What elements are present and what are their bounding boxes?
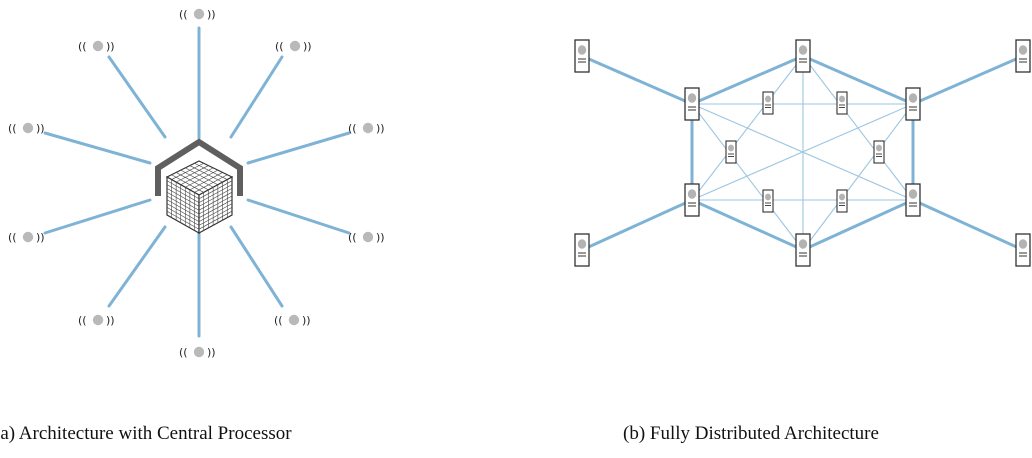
server-tower-icon	[684, 183, 700, 217]
star-links	[43, 26, 351, 338]
outer-link	[911, 198, 1025, 252]
wireless-access-point-icon	[274, 314, 311, 327]
mesh-links	[691, 55, 914, 251]
outer-link	[911, 54, 1025, 106]
server-tower-icon	[873, 140, 885, 164]
wireless-access-point-icon	[348, 122, 385, 135]
wireless-access-point-icon	[275, 40, 312, 53]
cube-grid-line	[184, 167, 219, 186]
star-link	[229, 225, 284, 308]
cube-grid-line	[166, 207, 200, 226]
mesh-link	[691, 103, 804, 251]
cube-grid-line	[198, 188, 233, 207]
cube-grid-line	[194, 174, 228, 193]
cube-grid-line	[166, 210, 200, 230]
star-link	[107, 55, 167, 139]
cube-grid-line	[198, 199, 233, 219]
cube-grid-line	[166, 180, 200, 200]
cube-grid-line	[175, 172, 209, 191]
cube-grid-line	[180, 167, 214, 186]
server-tower-icon	[574, 233, 590, 267]
hexagon-link	[801, 198, 915, 252]
outer-link	[580, 54, 694, 106]
hexagon-link	[690, 54, 805, 106]
star-link	[43, 198, 152, 235]
server-tower-icon	[905, 183, 921, 217]
star-link	[246, 131, 351, 165]
wireless-access-point-icon	[78, 40, 115, 53]
mesh-link	[802, 103, 914, 251]
server-tower-icon	[905, 87, 921, 121]
server-tower-icon	[795, 39, 811, 73]
distributed-architecture	[574, 39, 1031, 267]
cube-grid-line	[166, 195, 200, 215]
outer-links	[580, 54, 1025, 252]
cube-grid-line	[189, 172, 223, 191]
star-link	[229, 55, 284, 139]
server-tower-icon	[836, 189, 848, 213]
cube-grid-line	[198, 184, 233, 203]
cube-grid-line	[189, 165, 223, 183]
cube-grid	[165, 160, 234, 235]
wireless-access-point-icon	[8, 231, 45, 244]
cube-grid-line	[171, 174, 205, 193]
cube-grid-line	[198, 195, 233, 215]
cube-grid-line	[166, 199, 200, 219]
cube-grid-line	[166, 184, 200, 203]
hexagon-link	[690, 198, 805, 252]
cube-grid-line	[198, 210, 233, 230]
server-tower-icon	[795, 233, 811, 267]
wireless-access-point-icon	[179, 346, 216, 359]
server-tower-icon	[836, 91, 848, 115]
star-link	[107, 225, 167, 308]
cube-grid-line	[175, 165, 209, 183]
cube-grid-line	[166, 203, 200, 222]
cube-grid-line	[198, 203, 233, 222]
cube-grid-line	[198, 191, 233, 211]
server-tower-icon	[684, 87, 700, 121]
central-architecture	[8, 8, 385, 359]
star-link	[246, 198, 351, 235]
cube-grid-line	[166, 191, 200, 211]
server-tower-icon	[574, 39, 590, 73]
caption-b: (b) Fully Distributed Architecture	[623, 423, 879, 444]
cube-grid-line	[198, 207, 233, 226]
server-tower-icon	[1015, 233, 1031, 267]
server-tower-icon	[762, 91, 774, 115]
hexagon-link	[801, 54, 915, 106]
server-tower-icon	[725, 140, 737, 164]
outer-link	[580, 198, 694, 252]
cube-grid-line	[171, 162, 205, 180]
wireless-access-point-icon	[8, 122, 45, 135]
cube-grid-line	[194, 162, 228, 180]
cube-grid-line	[180, 169, 214, 188]
wireless-access-point-icon	[348, 231, 385, 244]
server-tower-icon	[762, 189, 774, 213]
cube-grid-line	[184, 169, 219, 188]
wireless-access-point-icon	[179, 8, 216, 21]
cube-grid-line	[198, 180, 233, 200]
cube-grid-line	[166, 188, 200, 207]
star-link	[43, 131, 152, 165]
mesh-link	[691, 103, 914, 201]
wireless-access-point-icon	[78, 314, 115, 327]
central-processor	[155, 138, 243, 235]
server-tower-icon	[1015, 39, 1031, 73]
caption-a: (a) Architecture with Central Processor	[0, 423, 292, 444]
